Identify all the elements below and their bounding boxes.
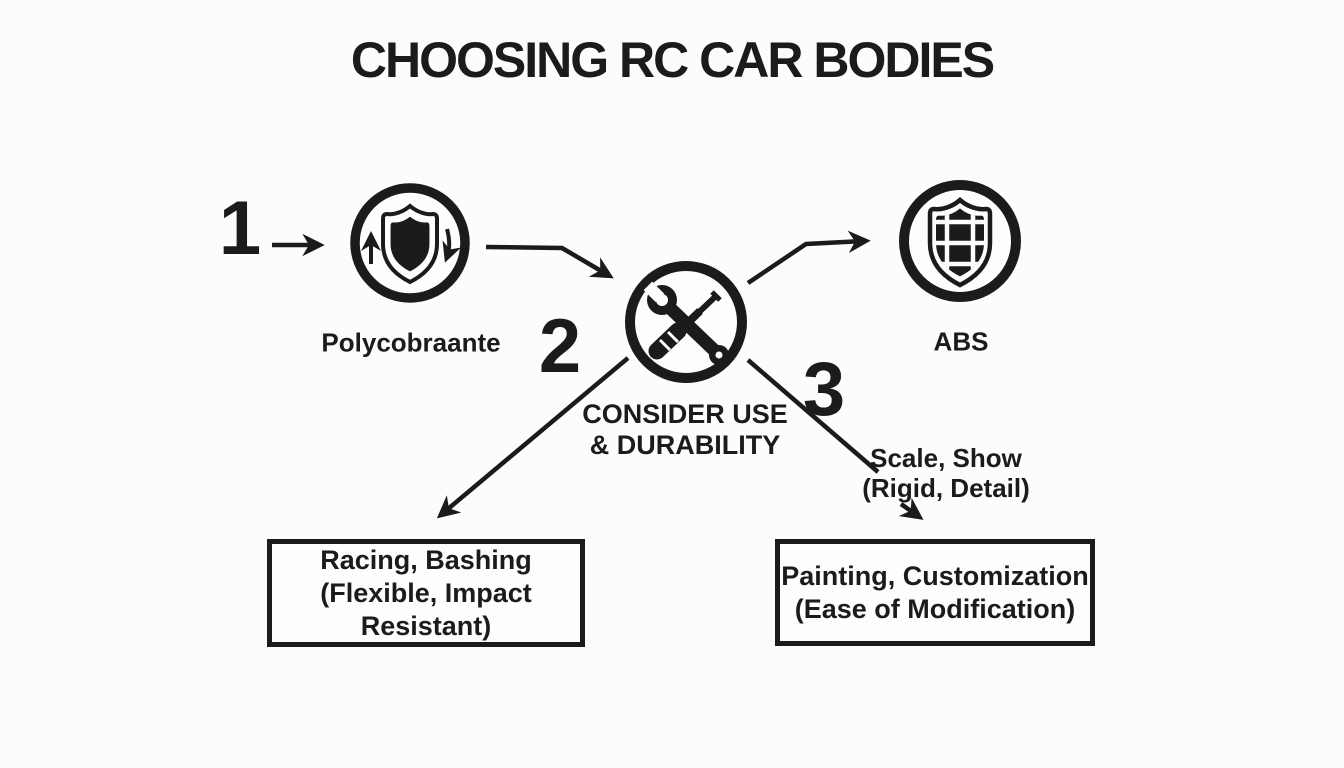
arrow-polycarbonate-to-consider: [485, 244, 614, 279]
shield-refresh-icon: [361, 203, 462, 285]
racing-bashing-box: Racing, Bashing (Flexible, Impact Resist…: [267, 539, 585, 647]
arrow-consider-to-abs: [746, 230, 871, 285]
diagram-title: CHOOSING RC CAR BODIES: [350, 32, 995, 88]
painting-customization-box: Painting, Customization (Ease of Modific…: [775, 539, 1095, 646]
polycarbonate-node: [350, 183, 470, 303]
abs-node: [899, 180, 1021, 302]
consider-use-label: CONSIDER USE & DURABILITY: [582, 399, 788, 461]
line-consider-to-scale-note: [746, 358, 880, 474]
consider-use-label-line2: & DURABILITY: [589, 430, 781, 460]
painting-customization-line1: Painting, Customization: [781, 560, 1089, 591]
step-3-number: 3: [802, 347, 846, 432]
crossed-tools-icon: [643, 281, 729, 365]
arrow-scale-note-to-painting-box: [898, 497, 924, 520]
step-1-number: 1: [218, 186, 262, 271]
arrow-consider-to-racing-box: [436, 356, 630, 519]
painting-customization-line2: (Ease of Modification): [794, 593, 1076, 624]
racing-bashing-line1: Racing, Bashing: [320, 544, 532, 575]
consider-use-node: [625, 261, 747, 383]
abs-label: ABS: [933, 326, 989, 357]
polycarbonate-label: Polycobraante: [321, 327, 501, 358]
consider-use-label-line1: CONSIDER USE: [582, 399, 788, 429]
racing-bashing-line2: (Flexible, Impact Resistant): [320, 577, 532, 641]
step-2-number: 2: [538, 304, 582, 389]
scale-show-note-line1: Scale, Show: [870, 443, 1022, 473]
scale-show-note: Scale, Show (Rigid, Detail): [862, 443, 1030, 503]
scale-show-note-line2: (Rigid, Detail): [862, 473, 1030, 503]
